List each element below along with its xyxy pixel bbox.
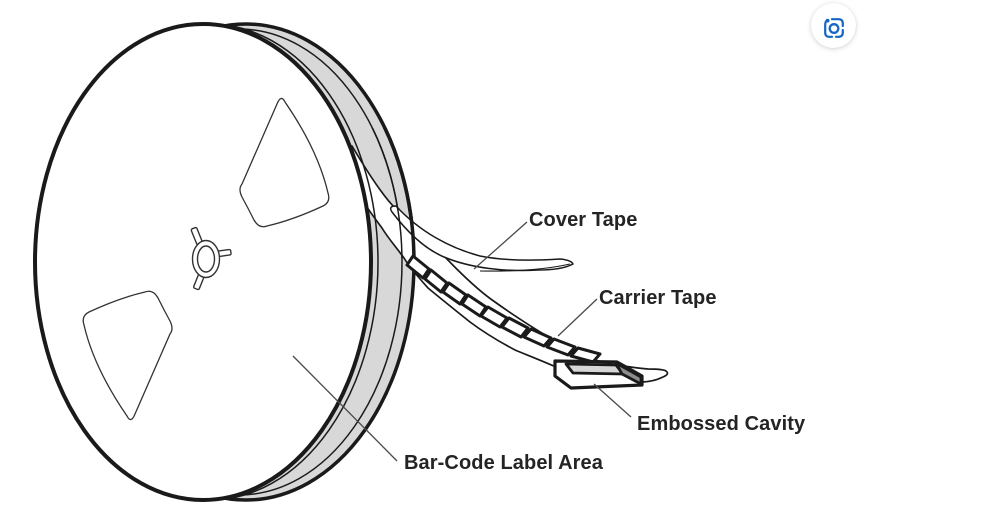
- leader-line-carrier-tape: [557, 298, 598, 337]
- leader-line-cover-tape: [473, 221, 528, 270]
- label-carrier-tape: Carrier Tape: [599, 287, 717, 309]
- label-barcode-label-area: Bar-Code Label Area: [404, 452, 603, 474]
- visual-search-button[interactable]: [811, 3, 856, 48]
- leader-line-embossed-cavity: [593, 383, 632, 418]
- label-embossed-cavity: Embossed Cavity: [637, 413, 806, 435]
- reel-window-lower: [82, 290, 173, 421]
- cover-tape: [389, 205, 574, 272]
- label-cover-tape: Cover Tape: [529, 209, 638, 231]
- reel-hub: [190, 226, 232, 291]
- tape-holes: [405, 254, 602, 364]
- reel-windows: [82, 97, 330, 421]
- leader-line-barcode-area: [292, 355, 398, 462]
- visual-search-icon: [824, 18, 844, 38]
- carrier-tape: [343, 145, 669, 390]
- reel-window-upper: [239, 97, 330, 228]
- embossed-cavity-box: [553, 359, 644, 390]
- leader-lines: [292, 221, 632, 462]
